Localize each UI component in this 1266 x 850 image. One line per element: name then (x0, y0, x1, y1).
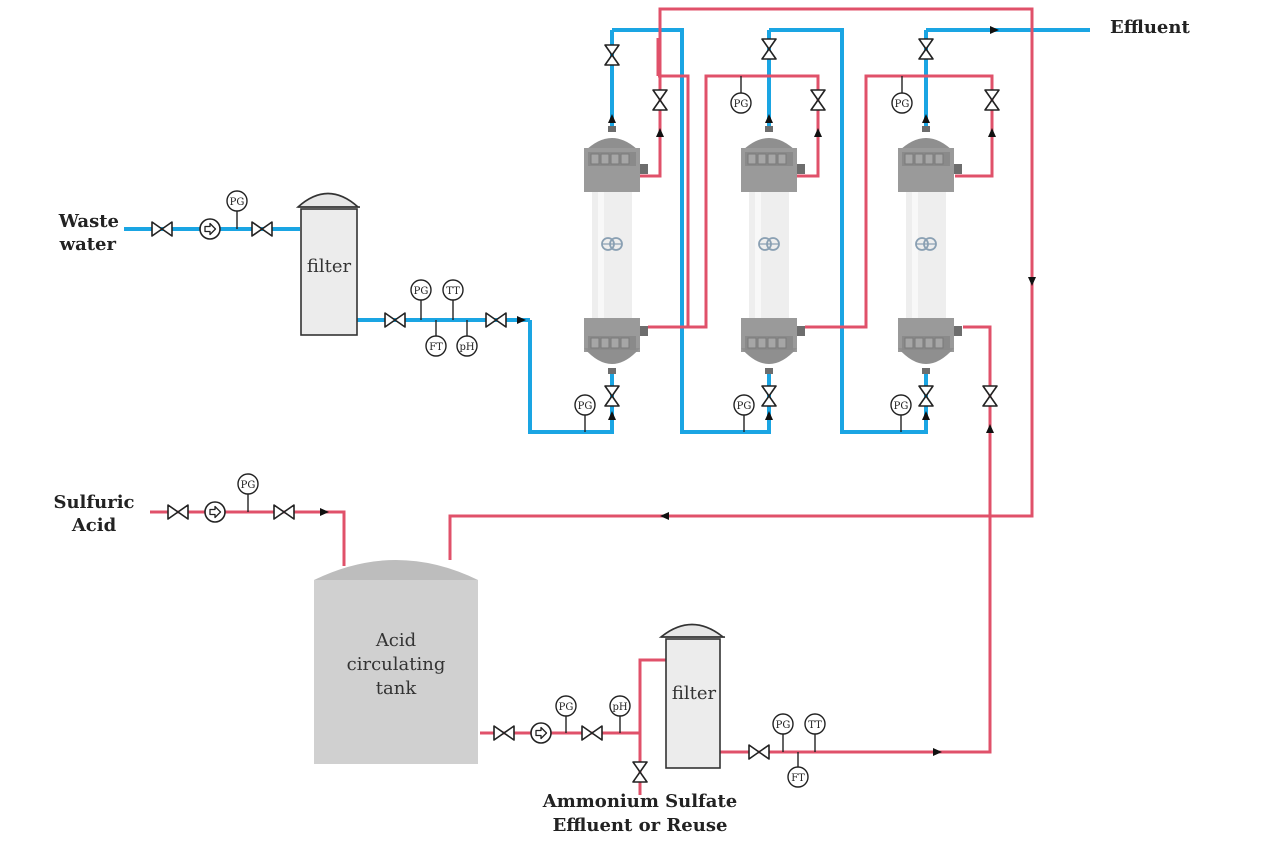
module-2-outlet-valve-icon[interactable] (761, 38, 777, 60)
svg-text:PG: PG (230, 197, 245, 208)
effluent-label: Effluent (1110, 17, 1190, 38)
feed-temperature-transmitter: TT (442, 279, 464, 320)
module-3-outlet-valve-icon[interactable] (918, 38, 934, 60)
ammonium-sulfate-outlet-label: Ammonium Sulfate Effluent or Reuse (542, 791, 737, 836)
waste-inlet-valve-icon[interactable] (151, 221, 173, 237)
membrane-contactor-1 (583, 125, 649, 375)
svg-text:PG: PG (737, 401, 752, 412)
svg-text:Ammonium Sulfate: Ammonium Sulfate (542, 791, 737, 812)
acid-dosing-pressure-gauge: PG (237, 473, 259, 512)
svg-text:PG: PG (559, 702, 574, 713)
svg-text:circulating: circulating (347, 654, 446, 675)
svg-text:TT: TT (808, 720, 822, 731)
svg-text:PG: PG (241, 480, 256, 491)
svg-text:FT: FT (429, 342, 443, 353)
svg-text:FT: FT (791, 773, 805, 784)
filter-2: filter (658, 623, 726, 769)
module-3-inlet-valve-icon[interactable] (918, 385, 934, 407)
svg-text:PG: PG (894, 401, 909, 412)
membrane-contactor-2 (740, 125, 806, 375)
module-3-inlet-pressure-gauge: PG (890, 394, 912, 432)
filter-1: filter (295, 192, 361, 336)
svg-text:PG: PG (578, 401, 593, 412)
module-1-inlet-valve-icon[interactable] (604, 385, 620, 407)
drain-valve-icon[interactable] (632, 761, 648, 783)
waste-pressure-gauge: PG (226, 190, 248, 229)
feed-ph-sensor: pH (456, 320, 478, 357)
circulation-pressure-gauge: PG (555, 695, 577, 733)
module-2-inlet-valve-icon[interactable] (761, 385, 777, 407)
svg-text:water: water (59, 234, 117, 255)
module-2-inlet-pressure-gauge: PG (733, 394, 755, 432)
feed-pressure-gauge: PG (410, 279, 432, 320)
acid-supply-valve-icon[interactable] (748, 744, 770, 760)
svg-text:Effluent or Reuse: Effluent or Reuse (553, 815, 728, 836)
module-1-acid-valve-icon[interactable] (652, 89, 668, 111)
svg-text:PG: PG (895, 99, 910, 110)
acid-supply-pressure-gauge: PG (772, 713, 794, 752)
module-1-outlet-valve-icon[interactable] (604, 44, 620, 66)
acid-supply-flow-transmitter: FT (787, 752, 809, 788)
tank-outlet-valve-icon[interactable] (493, 725, 515, 741)
module-1-inlet-pressure-gauge: PG (574, 394, 596, 432)
waste-water-inlet-label: Waste water (58, 211, 119, 255)
svg-text:PG: PG (414, 286, 429, 297)
waste-pump-icon[interactable] (199, 218, 221, 240)
filter-inlet-valve-icon[interactable] (251, 221, 273, 237)
svg-text:Acid: Acid (375, 630, 416, 651)
sulfuric-acid-inlet-label: Sulfuric Acid (53, 492, 134, 536)
circulation-ph-sensor: pH (609, 695, 631, 733)
acid-inlet-valve-icon[interactable] (167, 504, 189, 520)
module-2-acid-valve-icon[interactable] (810, 89, 826, 111)
acid-tank-inlet-valve-icon[interactable] (273, 504, 295, 520)
acid-circulating-tank: Acid circulating tank (314, 560, 478, 764)
acid-circulation-pump-icon[interactable] (530, 722, 552, 744)
filter-1-label: filter (307, 256, 352, 277)
svg-text:TT: TT (446, 286, 460, 297)
filter-2-label: filter (672, 683, 717, 704)
svg-text:Acid: Acid (71, 515, 117, 536)
acid-dosing-pump-icon[interactable] (204, 501, 226, 523)
module-3-acid-pressure-gauge: PG (891, 76, 913, 114)
module-3-acid-valve-icon[interactable] (984, 89, 1000, 111)
svg-text:Waste: Waste (58, 211, 119, 232)
svg-text:pH: pH (612, 702, 627, 713)
acid-supply-temperature-transmitter: TT (804, 713, 826, 752)
filter-outlet-valve-icon[interactable] (384, 312, 406, 328)
module-2-acid-pressure-gauge: PG (730, 76, 752, 114)
svg-text:tank: tank (376, 678, 418, 699)
feed-valve-icon[interactable] (485, 312, 507, 328)
acid-return-valve-icon[interactable] (982, 385, 998, 407)
circulation-valve-icon[interactable] (581, 725, 603, 741)
svg-text:PG: PG (734, 99, 749, 110)
feed-flow-transmitter: FT (425, 320, 447, 357)
svg-text:pH: pH (459, 342, 474, 353)
svg-text:Sulfuric: Sulfuric (53, 492, 134, 513)
membrane-contactor-3 (897, 125, 963, 375)
svg-text:PG: PG (776, 720, 791, 731)
